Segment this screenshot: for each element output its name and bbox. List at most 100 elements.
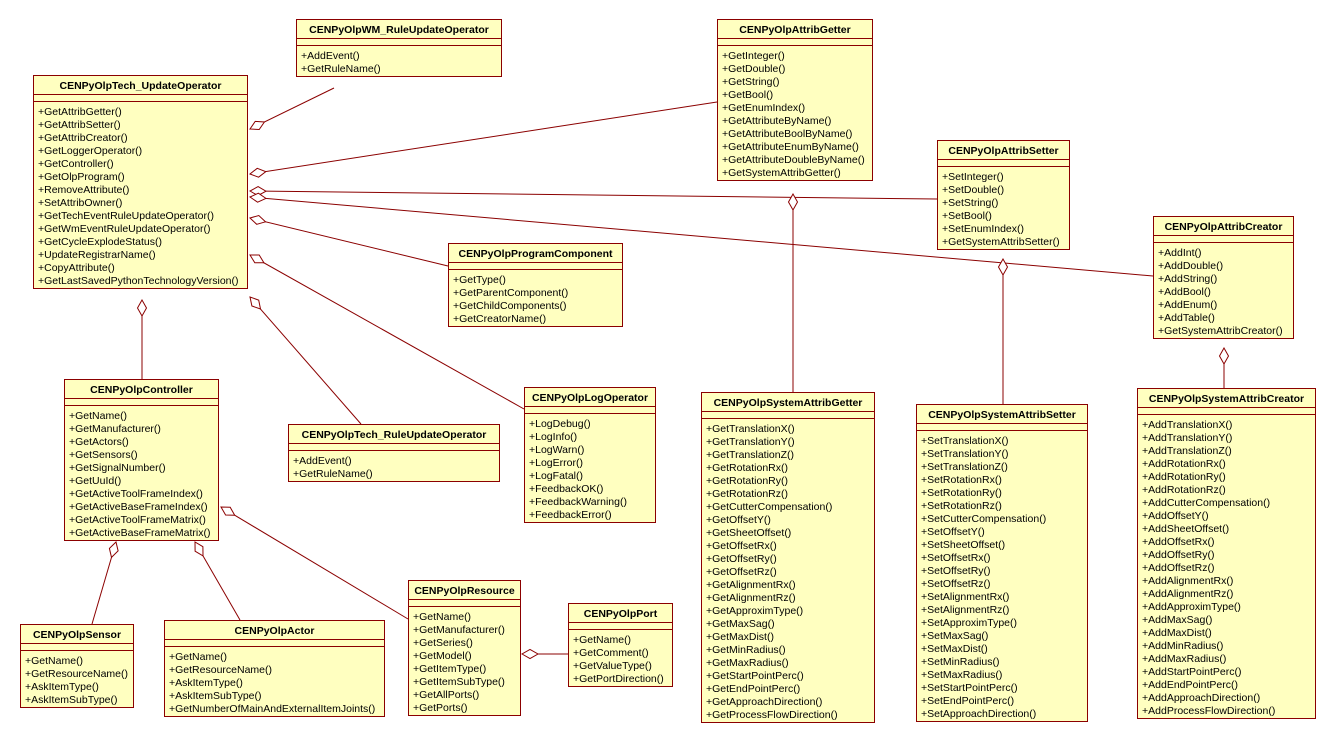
operation: +AskItemType() xyxy=(25,681,99,693)
operation: +GetMinRadius() xyxy=(706,644,786,656)
operation: +GetAttributeByName() xyxy=(722,115,832,127)
operation: +FeedbackOK() xyxy=(529,483,604,495)
operation: +GetName() xyxy=(25,655,84,667)
operation: +SetApproachDirection() xyxy=(921,708,1037,720)
operation: +GetOlpProgram() xyxy=(38,171,125,183)
operation: +GetName() xyxy=(573,634,632,646)
operation: +SetMaxRadius() xyxy=(921,669,1003,681)
class-name: CENPyOlpSensor xyxy=(21,625,133,644)
operation: +GetAttribCreator() xyxy=(38,132,128,144)
aggregation-diamond xyxy=(248,186,268,197)
operation: +GetEnumIndex() xyxy=(722,102,806,114)
operation: +LogWarn() xyxy=(529,444,585,456)
operation: +GetAttributeEnumByName() xyxy=(722,141,859,153)
aggregation-diamond xyxy=(787,192,799,212)
operation: +GetStartPointPerc() xyxy=(706,670,804,682)
operation: +GetType() xyxy=(453,274,506,286)
operation: +AddSheetOffset() xyxy=(1142,523,1230,535)
operation: +SetRotationRz() xyxy=(921,500,1002,512)
aggregation-diamond xyxy=(249,214,267,225)
class-box: CENPyOlpSystemAttribGetter+GetTranslatio… xyxy=(701,392,875,723)
operation: +GetProcessFlowDirection() xyxy=(706,709,838,721)
operation: +FeedbackWarning() xyxy=(529,496,627,508)
operation: +GetComment() xyxy=(573,647,649,659)
class-box: CENPyOlpSystemAttribCreator +AddTranslati… xyxy=(1137,388,1316,719)
operation: +GetActiveToolFrameIndex() xyxy=(69,488,203,500)
operation: +AddInt() xyxy=(1158,247,1202,259)
operation: +GetAlignmentRz() xyxy=(706,592,796,604)
class-name: CENPyOlpSystemAttribSetter xyxy=(917,405,1087,424)
operations-compartment: +AddTranslationX()+AddTranslationY()+Add… xyxy=(1138,415,1315,718)
operation: +AddAlignmentRz() xyxy=(1142,588,1234,600)
operation: +GetItemType() xyxy=(413,663,487,675)
attributes-compartment xyxy=(917,424,1087,431)
operation: +SetApproximType() xyxy=(921,617,1017,629)
operation: +GetUuId() xyxy=(69,475,122,487)
class-box: CENPyOlpTech_RuleUpdateOperator+AddEvent… xyxy=(288,424,500,482)
operation: +SetTranslationX() xyxy=(921,435,1009,447)
operations-compartment: +GetInteger()+GetDouble()+GetString()+Ge… xyxy=(718,46,872,180)
class-name: CENPyOlpSystemAttribCreator xyxy=(1138,389,1315,408)
operations-compartment: +GetTranslationX()+GetTranslationY()+Get… xyxy=(702,419,874,722)
class-name: CENPyOlpActor xyxy=(165,621,384,640)
operations-compartment: +AddInt()+AddDouble()+AddString()+AddBoo… xyxy=(1154,243,1293,338)
operation: +AddEvent() xyxy=(301,50,360,62)
class-name: CENPyOlpTech_RuleUpdateOperator xyxy=(289,425,499,444)
operation: +SetOffsetY() xyxy=(921,526,985,538)
class-box: CENPyOlpTech_UpdateOperator +GetAttribGet… xyxy=(33,75,248,289)
operation: +GetTranslationZ() xyxy=(706,449,795,461)
aggregation-diamond xyxy=(248,192,267,203)
operation: +CopyAttribute() xyxy=(38,262,115,274)
aggregation-diamond xyxy=(136,298,148,318)
operation: +SetEndPointPerc() xyxy=(921,695,1015,707)
attributes-compartment xyxy=(718,39,872,46)
operation: +SetTranslationY() xyxy=(921,448,1009,460)
class-box: CENPyOlpController+GetName()+GetManufact… xyxy=(64,379,219,541)
class-box: CENPyOlpActor+GetName()+GetResourceName(… xyxy=(164,620,385,717)
attributes-compartment xyxy=(449,263,622,270)
operation: +GetRotationRx() xyxy=(706,462,788,474)
operation: +SetRotationRx() xyxy=(921,474,1002,486)
class-name: CENPyOlpAttribGetter xyxy=(718,20,872,39)
class-name: CENPyOlpTech_UpdateOperator xyxy=(34,76,247,95)
class-box: CENPyOlpPort+GetName()+GetComment()+GetV… xyxy=(568,603,673,687)
operation: +GetResourceName() xyxy=(25,668,128,680)
operation: +SetBool() xyxy=(942,210,992,222)
operation: +GetParentComponent() xyxy=(453,287,569,299)
operation: +LogDebug() xyxy=(529,418,591,430)
operation: +LogInfo() xyxy=(529,431,578,443)
operation: +GetActiveToolFrameMatrix() xyxy=(69,514,206,526)
class-name: CENPyOlpAttribSetter xyxy=(938,141,1069,160)
operation: +AddMaxDist() xyxy=(1142,627,1212,639)
operations-compartment: +GetName()+GetComment()+GetValueType()+G… xyxy=(569,630,672,686)
operation: +GetSystemAttribCreator() xyxy=(1158,325,1283,337)
operations-compartment: +GetType()+GetParentComponent()+GetChild… xyxy=(449,270,622,326)
class-box: CENPyOlpSystemAttribSetter +SetTranslatio… xyxy=(916,404,1088,722)
operations-compartment: +GetName()+GetResourceName()+AskItemType… xyxy=(21,651,133,707)
operation: +GetCycleExplodeStatus() xyxy=(38,236,163,248)
class-box: CENPyOlpAttribCreator+AddInt()+AddDouble… xyxy=(1153,216,1294,339)
operation: +AddStartPointPerc() xyxy=(1142,666,1242,678)
attributes-compartment xyxy=(1138,408,1315,415)
operation: +GetNumberOfMainAndExternalItemJoints() xyxy=(169,703,376,715)
operation: +SetTranslationZ() xyxy=(921,461,1008,473)
operation: +AddDouble() xyxy=(1158,260,1224,272)
operation: +GetRuleName() xyxy=(301,63,381,75)
operation: +GetChildComponents() xyxy=(453,300,567,312)
operations-compartment: +GetAttribGetter()+GetAttribSetter()+Get… xyxy=(34,102,247,288)
operation: +GetAlignmentRx() xyxy=(706,579,796,591)
operation: +GetPorts() xyxy=(413,702,468,714)
operation: +GetAllPorts() xyxy=(413,689,480,701)
operation: +GetRotationRz() xyxy=(706,488,788,500)
operation: +GetLastSavedPythonTechnologyVersion() xyxy=(38,275,239,287)
operation: +SetDouble() xyxy=(942,184,1005,196)
operation: +GetActiveBaseFrameIndex() xyxy=(69,501,208,513)
association-line xyxy=(220,506,409,620)
aggregation-diamond xyxy=(248,167,267,178)
operation: +GetMaxSag() xyxy=(706,618,775,630)
class-box: CENPyOlpAttribGetter +GetInteger()+GetDou… xyxy=(717,19,873,181)
operation: +AddProcessFlowDirection() xyxy=(1142,705,1276,717)
operation: +GetAttributeDoubleByName() xyxy=(722,154,865,166)
class-box: CENPyOlpLogOperator+LogDebug()+LogInfo()… xyxy=(524,387,656,523)
class-box: CENPyOlpResource+GetName()+GetManufactur… xyxy=(408,580,521,716)
